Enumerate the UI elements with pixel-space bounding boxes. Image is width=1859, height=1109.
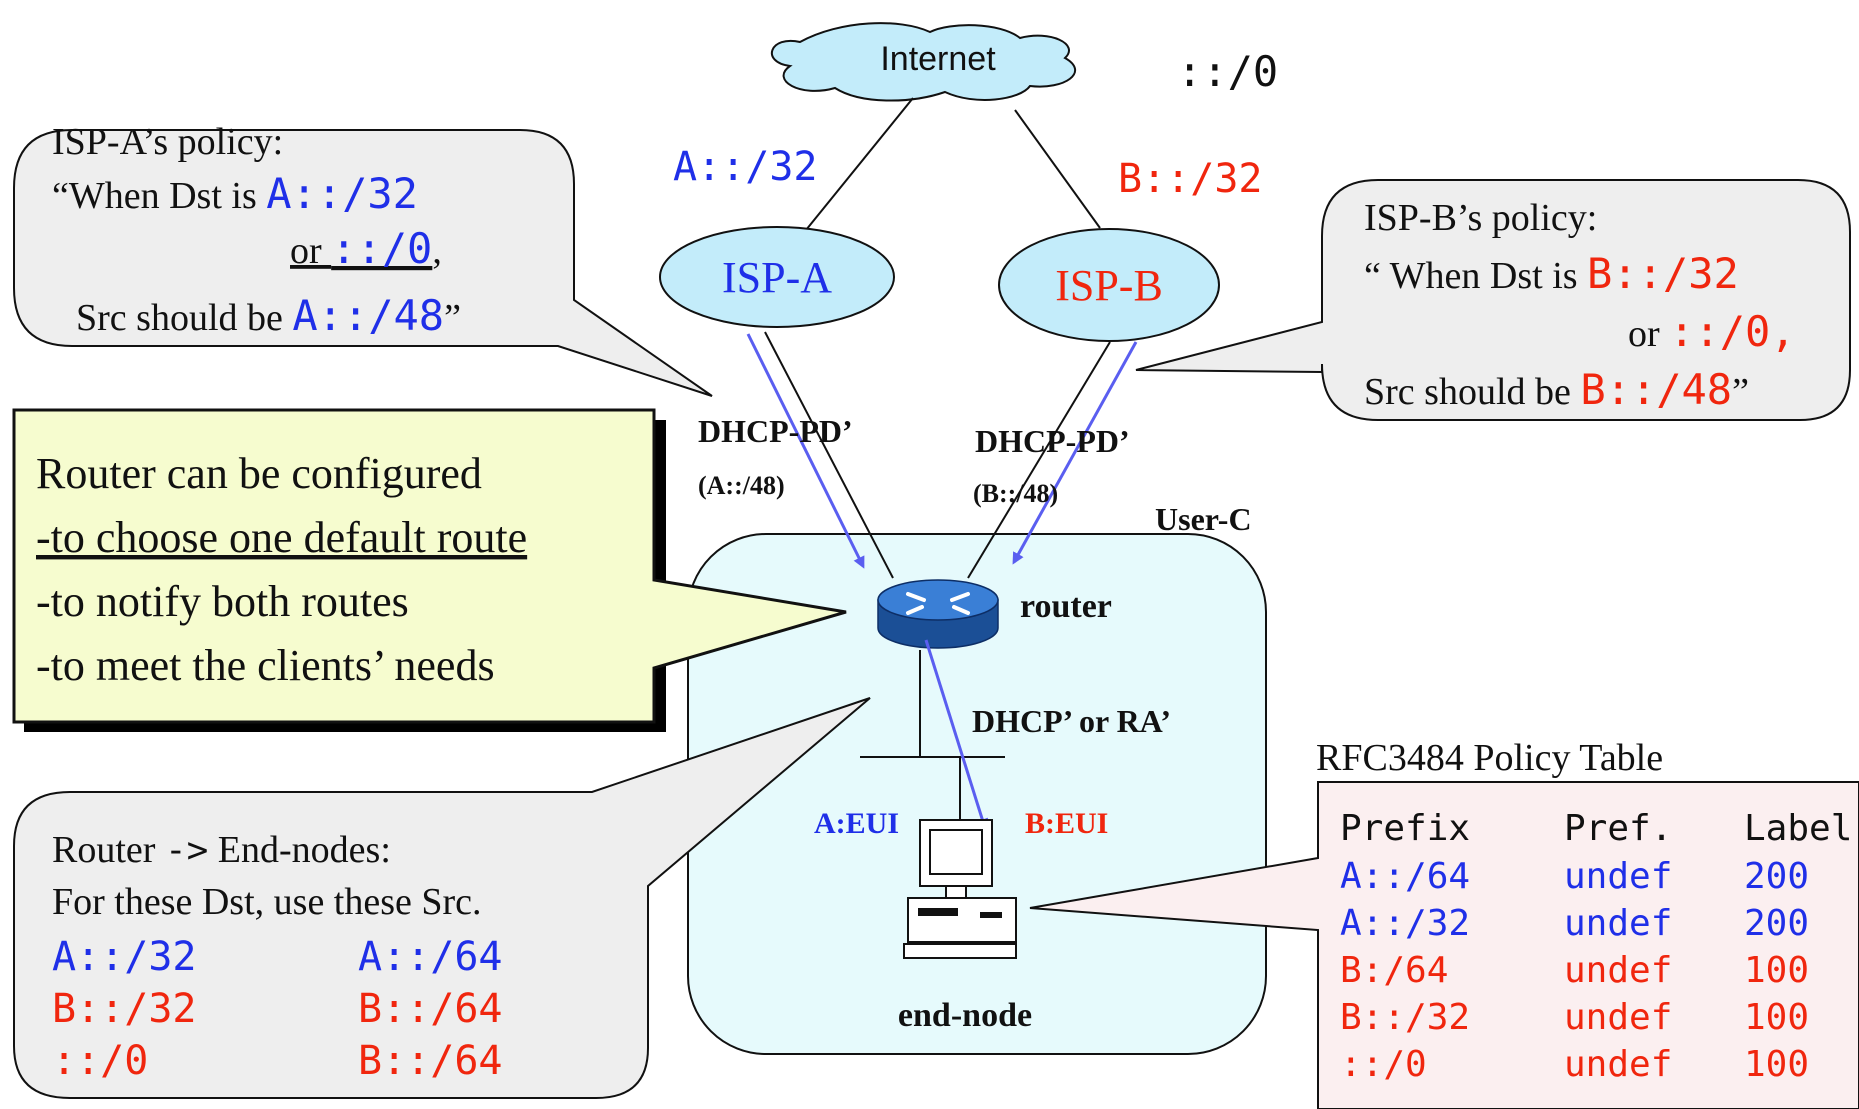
- computer-icon: [903, 819, 1017, 959]
- policy-row-pref-0: undef: [1564, 856, 1672, 897]
- advert-dst-0: A::/32: [52, 934, 197, 980]
- isp-a-label: ISP-A: [722, 253, 832, 302]
- policy-row-pref-4: undef: [1564, 1044, 1672, 1085]
- isp-b-delegated-prefix: (B::/48): [973, 479, 1058, 508]
- policy-row-prefix-3: B::/32: [1340, 997, 1470, 1038]
- policy-row-label-2: 100: [1744, 950, 1809, 991]
- link-internet-isp-a: [805, 97, 914, 231]
- router-label: router: [1020, 588, 1112, 625]
- isp-a-policy-line2: “When Dst is A::/32: [52, 169, 418, 218]
- policy-table-header-1: Pref.: [1564, 808, 1672, 849]
- policy-row-label-0: 200: [1744, 856, 1809, 897]
- endnode-note-line1: Router -> End-nodes:: [52, 829, 391, 871]
- isp-b-node: [998, 228, 1220, 342]
- isp-b-policy-callout: [1135, 179, 1851, 421]
- link-isp-a-router: [764, 331, 894, 579]
- policy-row-pref-1: undef: [1564, 903, 1672, 944]
- policy-table-title: RFC3484 Policy Table: [1316, 737, 1663, 779]
- internet-prefix: ::/0: [1177, 47, 1278, 96]
- router-note-box: [12, 408, 847, 724]
- router-endnode-arrow: [924, 639, 989, 831]
- advert-dst-2: ::/0: [52, 1038, 148, 1084]
- isp-b-policy-title: ISP-B’s policy:: [1364, 197, 1597, 239]
- isp-b-dhcp-label: DHCP-PD’: [975, 423, 1130, 459]
- isp-a-policy-line3: or ::/0,: [290, 224, 442, 273]
- a-eui-label: A:EUI: [814, 807, 899, 840]
- policy-row-pref-2: undef: [1564, 950, 1672, 991]
- advert-src-0: A::/64: [358, 934, 503, 980]
- router-icon: [877, 579, 999, 649]
- isp-b-label: ISP-B: [1055, 261, 1163, 310]
- policy-row-prefix-4: ::/0: [1340, 1044, 1427, 1085]
- policy-row-label-4: 100: [1744, 1044, 1809, 1085]
- policy-row-prefix-1: A::/32: [1340, 903, 1470, 944]
- dhcp-ra-label: DHCP’ or RA’: [972, 703, 1171, 739]
- router-note-line2: -to choose one default route: [36, 513, 527, 562]
- isp-a-link-prefix: A::/32: [673, 144, 818, 190]
- endnode-note-line2: For these Dst, use these Src.: [52, 881, 482, 923]
- policy-row-pref-3: undef: [1564, 997, 1672, 1038]
- isp-a-dhcp-label: DHCP-PD’: [698, 413, 853, 449]
- isp-a-policy-title: ISP-A’s policy:: [52, 121, 283, 163]
- isp-a-policy-line4: Src should be A::/48”: [76, 291, 461, 340]
- isp-b-delegation-arrow: [1012, 341, 1138, 565]
- advert-src-1: B::/64: [358, 986, 503, 1032]
- isp-b-policy-line3: or ::/0,: [1628, 307, 1796, 356]
- advert-dst-1: B::/32: [52, 986, 197, 1032]
- endnode-advert-callout: [13, 697, 871, 1099]
- isp-a-policy-callout: [13, 129, 713, 397]
- policy-row-label-3: 100: [1744, 997, 1809, 1038]
- router-note-line4: -to meet the clients’ needs: [36, 641, 495, 690]
- router-note-line1: Router can be configured: [36, 449, 482, 498]
- policy-row-prefix-0: A::/64: [1340, 856, 1470, 897]
- router-note-line3: -to notify both routes: [36, 577, 409, 626]
- advert-src-2: B::/64: [358, 1038, 503, 1084]
- link-internet-isp-b: [1014, 109, 1101, 229]
- internet-label: Internet: [880, 40, 996, 78]
- isp-b-policy-line2: “ When Dst is B::/32: [1364, 249, 1739, 298]
- b-eui-label: B:EUI: [1025, 807, 1108, 840]
- policy-table-header-2: Label: [1744, 808, 1852, 849]
- policy-row-prefix-2: B:/64: [1340, 950, 1448, 991]
- policy-table-header-0: Prefix: [1340, 808, 1470, 849]
- isp-b-link-prefix: B::/32: [1118, 156, 1263, 202]
- link-isp-b-router: [967, 341, 1111, 579]
- isp-a-delegation-arrow: [746, 333, 865, 569]
- isp-a-delegated-prefix: (A::/48): [698, 471, 785, 500]
- policy-row-label-1: 200: [1744, 903, 1809, 944]
- isp-a-node: [659, 226, 895, 328]
- end-node-label: end-node: [898, 997, 1032, 1034]
- policy-table-box: [1029, 781, 1859, 1109]
- isp-b-policy-line4: Src should be B::/48”: [1364, 365, 1749, 414]
- internet-cloud: Internet: [770, 22, 1077, 102]
- user-c-label: User-C: [1155, 501, 1252, 537]
